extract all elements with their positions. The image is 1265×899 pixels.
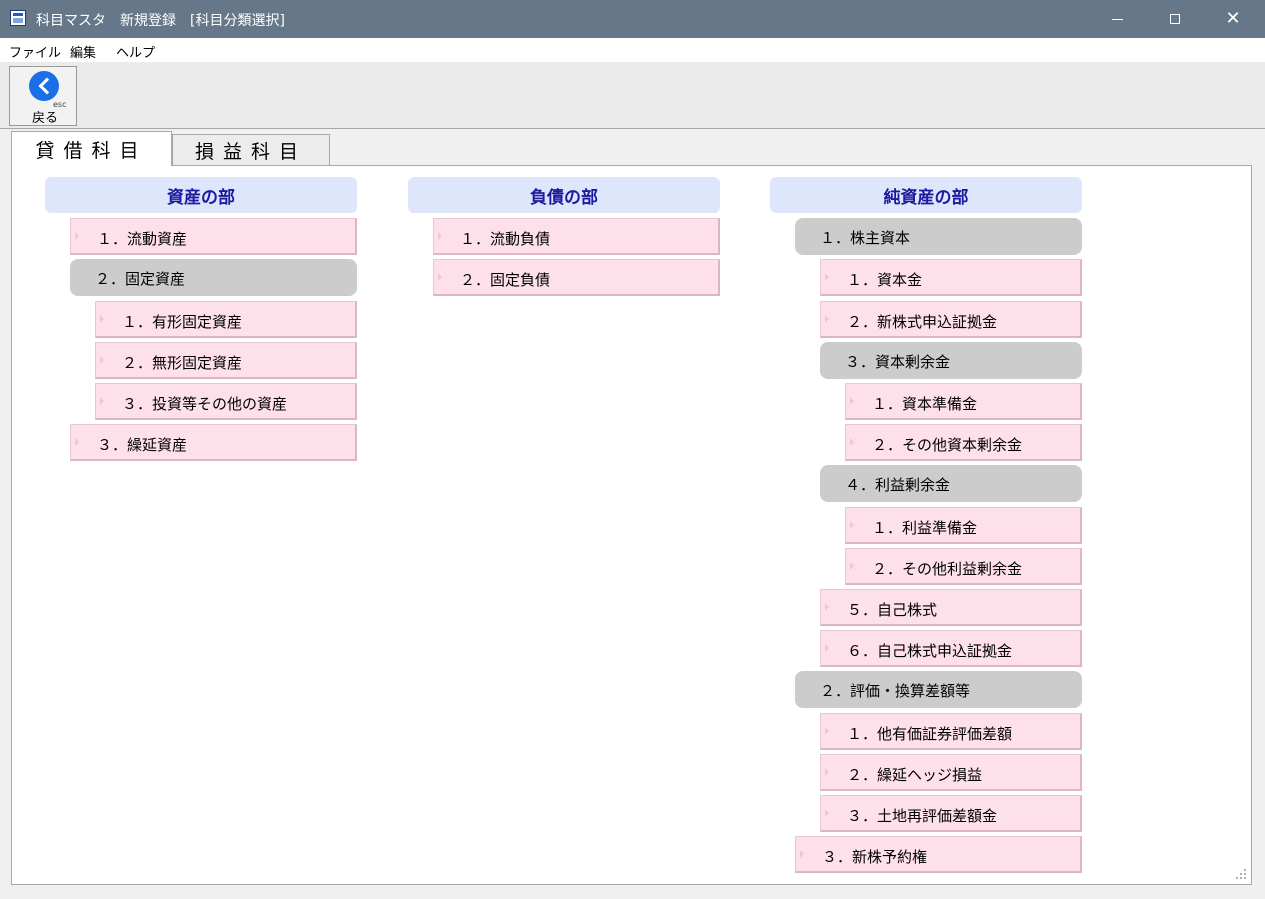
item-label: １．資本準備金 bbox=[872, 395, 978, 413]
item-label: ５．自己株式 bbox=[847, 601, 938, 619]
item-label: ３．繰延資産 bbox=[97, 436, 188, 454]
item-treasury-stock[interactable]: ５．自己株式 bbox=[820, 589, 1082, 626]
item-land-revaluation[interactable]: ３．土地再評価差額金 bbox=[820, 795, 1082, 832]
arrow-right-icon bbox=[850, 562, 854, 570]
item-current-liabilities[interactable]: １．流動負債 bbox=[433, 218, 720, 255]
title-bar: 科目マスタ 新規登録 [科目分類選択] ✕ bbox=[0, 0, 1265, 38]
arrow-right-icon bbox=[100, 315, 104, 323]
arrow-right-icon bbox=[438, 273, 442, 281]
arrow-right-icon bbox=[850, 521, 854, 529]
group-fixed-assets[interactable]: ２．固定資産 bbox=[70, 259, 357, 296]
item-tangible-fixed-assets[interactable]: １．有形固定資産 bbox=[95, 301, 357, 338]
group-valuation-translation[interactable]: ２．評価・換算差額等 bbox=[795, 671, 1082, 708]
item-legal-retained-earnings[interactable]: １．利益準備金 bbox=[845, 507, 1082, 544]
arrow-right-icon bbox=[825, 727, 829, 735]
item-label: ２．その他利益剰余金 bbox=[872, 560, 1023, 578]
menu-file[interactable]: ファイル bbox=[9, 46, 62, 61]
item-treasury-stock-subscription[interactable]: ６．自己株式申込証拠金 bbox=[820, 630, 1082, 667]
back-arrow-icon bbox=[29, 71, 59, 101]
back-button[interactable]: esc 戻る bbox=[9, 66, 77, 126]
arrow-right-icon bbox=[800, 850, 804, 858]
group-retained-earnings[interactable]: ４．利益剰余金 bbox=[820, 465, 1082, 502]
back-button-label: 戻る bbox=[32, 111, 59, 126]
item-label: ３．資本剰余金 bbox=[845, 353, 951, 371]
section-header-assets: 資産の部 bbox=[45, 177, 357, 213]
item-other-capital-surplus[interactable]: ２．その他資本剰余金 bbox=[845, 424, 1082, 461]
menu-edit[interactable]: 編集 bbox=[70, 46, 97, 61]
item-label: １．利益準備金 bbox=[872, 519, 978, 537]
arrow-right-icon bbox=[825, 273, 829, 281]
arrow-right-icon bbox=[100, 356, 104, 364]
item-new-share-subscription[interactable]: ２．新株式申込証拠金 bbox=[820, 301, 1082, 338]
close-button[interactable]: ✕ bbox=[1204, 0, 1262, 38]
item-label: ２．繰延ヘッジ損益 bbox=[847, 766, 983, 784]
item-label: ４．利益剰余金 bbox=[845, 476, 951, 494]
close-icon: ✕ bbox=[1225, 8, 1241, 29]
item-securities-valuation-difference[interactable]: １．他有価証券評価差額 bbox=[820, 713, 1082, 750]
arrow-right-icon bbox=[438, 232, 442, 240]
arrow-right-icon bbox=[75, 438, 79, 446]
item-current-assets[interactable]: １．流動資産 bbox=[70, 218, 357, 255]
window-title: 科目マスタ 新規登録 [科目分類選択] bbox=[36, 13, 285, 29]
section-header-liabilities: 負債の部 bbox=[408, 177, 720, 213]
menu-bar: ファイル 編集 ヘルプ bbox=[0, 38, 1265, 62]
section-header-net-assets: 純資産の部 bbox=[770, 177, 1082, 213]
arrow-right-icon bbox=[825, 315, 829, 323]
tab-balance-sheet[interactable]: 貸借科目 bbox=[11, 131, 172, 166]
arrow-right-icon bbox=[850, 397, 854, 405]
maximize-button[interactable] bbox=[1146, 0, 1204, 38]
app-icon bbox=[10, 10, 26, 26]
item-label: １．他有価証券評価差額 bbox=[847, 725, 1013, 743]
arrow-right-icon bbox=[75, 232, 79, 240]
item-label: ３．土地再評価差額金 bbox=[847, 807, 998, 825]
item-label: １．株主資本 bbox=[820, 229, 911, 247]
item-label: １．流動負債 bbox=[460, 230, 551, 248]
group-capital-surplus[interactable]: ３．資本剰余金 bbox=[820, 342, 1082, 379]
item-label: １．有形固定資産 bbox=[122, 313, 243, 331]
item-label: ２．固定資産 bbox=[95, 270, 186, 288]
menu-help[interactable]: ヘルプ bbox=[116, 46, 156, 61]
arrow-right-icon bbox=[825, 809, 829, 817]
item-label: ６．自己株式申込証拠金 bbox=[847, 642, 1013, 660]
arrow-right-icon bbox=[825, 603, 829, 611]
maximize-icon bbox=[1170, 14, 1180, 24]
item-intangible-fixed-assets[interactable]: ２．無形固定資産 bbox=[95, 342, 357, 379]
item-label: ２．固定負債 bbox=[460, 271, 551, 289]
minimize-button[interactable] bbox=[1088, 0, 1146, 38]
resize-grip-icon bbox=[1236, 869, 1246, 879]
item-deferred-assets[interactable]: ３．繰延資産 bbox=[70, 424, 357, 461]
item-investments-other-assets[interactable]: ３．投資等その他の資産 bbox=[95, 383, 357, 420]
item-fixed-liabilities[interactable]: ２．固定負債 bbox=[433, 259, 720, 296]
item-label: １．資本金 bbox=[847, 271, 923, 289]
item-capital-stock[interactable]: １．資本金 bbox=[820, 259, 1082, 296]
arrow-right-icon bbox=[100, 397, 104, 405]
item-label: ３．新株予約権 bbox=[822, 848, 928, 866]
esc-shortcut-label: esc bbox=[53, 100, 67, 109]
item-label: ３．投資等その他の資産 bbox=[122, 395, 288, 413]
item-label: ２．無形固定資産 bbox=[122, 354, 243, 372]
tab-profit-loss[interactable]: 損益科目 bbox=[172, 134, 330, 166]
item-label: １．流動資産 bbox=[97, 230, 188, 248]
tab-profit-loss-label: 損益科目 bbox=[194, 140, 307, 163]
item-capital-reserve[interactable]: １．資本準備金 bbox=[845, 383, 1082, 420]
item-stock-acquisition-rights[interactable]: ３．新株予約権 bbox=[795, 836, 1082, 873]
arrow-right-icon bbox=[825, 768, 829, 776]
group-shareholders-equity[interactable]: １．株主資本 bbox=[795, 218, 1082, 255]
item-other-retained-earnings[interactable]: ２．その他利益剰余金 bbox=[845, 548, 1082, 585]
toolbar: esc 戻る bbox=[0, 62, 1265, 129]
item-label: ２．その他資本剰余金 bbox=[872, 436, 1023, 454]
tab-balance-sheet-label: 貸借科目 bbox=[35, 139, 148, 162]
arrow-right-icon bbox=[850, 438, 854, 446]
arrow-right-icon bbox=[825, 644, 829, 652]
item-deferred-hedge[interactable]: ２．繰延ヘッジ損益 bbox=[820, 754, 1082, 791]
item-label: ２．評価・換算差額等 bbox=[820, 682, 971, 700]
item-label: ２．新株式申込証拠金 bbox=[847, 313, 998, 331]
minimize-icon bbox=[1111, 18, 1123, 20]
